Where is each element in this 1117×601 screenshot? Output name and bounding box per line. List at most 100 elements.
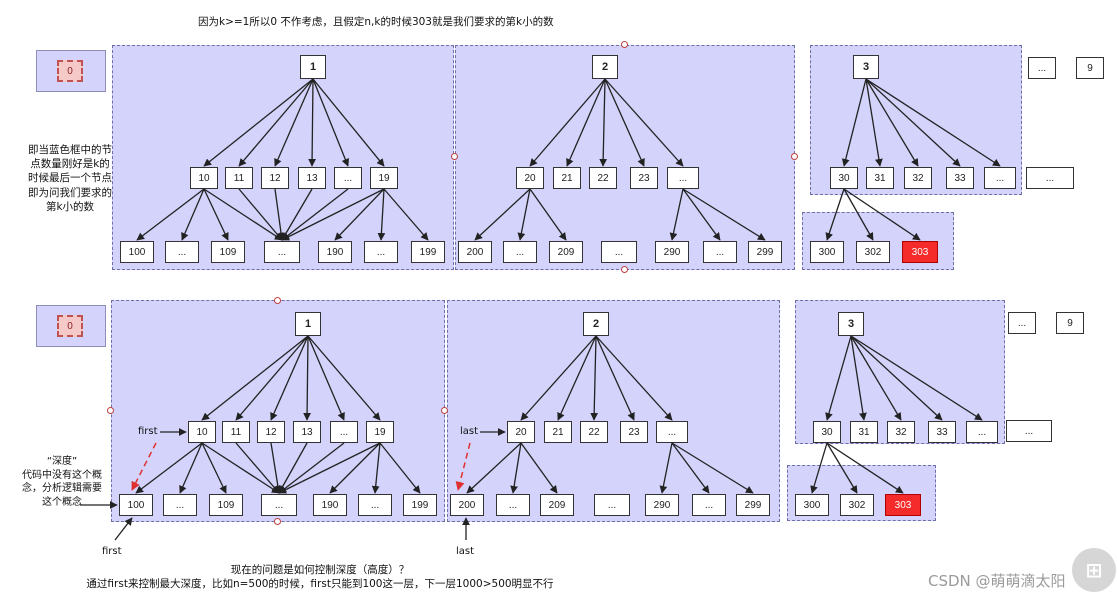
side-note: 即当蓝色框中的节点数量刚好是k的时候最后一个节点即为问我们要求的第k小的数	[28, 144, 112, 213]
node-dots-bottom-l3d[interactable]: ...	[496, 494, 530, 516]
node-12-top[interactable]: 12	[261, 167, 289, 189]
node-290-top[interactable]: 290	[655, 241, 689, 263]
node-dots-top-l3c[interactable]: ...	[364, 241, 398, 263]
depth-note: “深度” 代码中没有这个概念，分析逻辑需要这个概念	[20, 455, 104, 509]
node-199-top[interactable]: 199	[411, 241, 445, 263]
node-dots-top-far2[interactable]: ...	[1026, 167, 1074, 189]
node-302-top[interactable]: 302	[856, 241, 890, 263]
node-302-bottom[interactable]: 302	[840, 494, 874, 516]
node-19-bottom[interactable]: 19	[366, 421, 394, 443]
subtree-panel-1-top	[112, 45, 454, 270]
node-30-top[interactable]: 30	[830, 167, 858, 189]
resize-handle[interactable]	[274, 297, 281, 304]
node-0-top[interactable]: 0	[57, 60, 83, 82]
node-31-top[interactable]: 31	[866, 167, 894, 189]
node-dots-bottom-l3e[interactable]: ...	[594, 494, 630, 516]
watermark-badge-icon: ⊞	[1072, 548, 1116, 592]
resize-handle[interactable]	[621, 266, 628, 273]
node-19-top[interactable]: 19	[370, 167, 398, 189]
node-dots-bottom-l3b[interactable]: ...	[261, 494, 297, 516]
node-11-top[interactable]: 11	[225, 167, 253, 189]
node-12-bottom[interactable]: 12	[257, 421, 285, 443]
node-2-top[interactable]: 2	[592, 55, 618, 79]
node-11-bottom[interactable]: 11	[222, 421, 250, 443]
node-32-top[interactable]: 32	[904, 167, 932, 189]
node-dots-top-far[interactable]: ...	[1028, 57, 1056, 79]
node-dots-bottom-far2[interactable]: ...	[1006, 420, 1052, 442]
node-30-bottom[interactable]: 30	[813, 421, 841, 443]
node-22-bottom[interactable]: 22	[580, 421, 608, 443]
node-10-bottom[interactable]: 10	[188, 421, 216, 443]
node-299-top[interactable]: 299	[748, 241, 782, 263]
node-300-bottom[interactable]: 300	[795, 494, 829, 516]
depth-note-body: 代码中没有这个概念，分析逻辑需要这个概念	[22, 469, 102, 508]
node-1-top[interactable]: 1	[300, 55, 326, 79]
node-2-bottom[interactable]: 2	[583, 312, 609, 336]
node-dots-top-l2c[interactable]: ...	[984, 167, 1016, 189]
node-9-top[interactable]: 9	[1076, 57, 1104, 79]
node-10-top[interactable]: 10	[190, 167, 218, 189]
node-22-top[interactable]: 22	[589, 167, 617, 189]
node-300-top[interactable]: 300	[810, 241, 844, 263]
node-13-top[interactable]: 13	[298, 167, 326, 189]
node-32-bottom[interactable]: 32	[887, 421, 915, 443]
node-209-top[interactable]: 209	[549, 241, 583, 263]
node-9-bottom[interactable]: 9	[1056, 312, 1084, 334]
node-20-bottom[interactable]: 20	[507, 421, 535, 443]
node-dots-top-l3a[interactable]: ...	[165, 241, 199, 263]
bottom-note-line1: 现在的问题是如何控制深度（高度）？	[230, 564, 410, 576]
node-dots-bottom-l2a[interactable]: ...	[330, 421, 358, 443]
node-303-top[interactable]: 303	[902, 241, 938, 263]
node-299-bottom[interactable]: 299	[736, 494, 770, 516]
node-33-top[interactable]: 33	[946, 167, 974, 189]
node-dots-top-l3e[interactable]: ...	[601, 241, 637, 263]
node-200-bottom[interactable]: 200	[450, 494, 484, 516]
node-200-top[interactable]: 200	[458, 241, 492, 263]
node-20-top[interactable]: 20	[516, 167, 544, 189]
watermark: CSDN @萌萌滴太阳	[928, 572, 1066, 590]
node-190-bottom[interactable]: 190	[313, 494, 347, 516]
node-0-bottom[interactable]: 0	[57, 315, 83, 337]
resize-handle[interactable]	[274, 518, 281, 525]
node-209-bottom[interactable]: 209	[540, 494, 574, 516]
node-303-bottom[interactable]: 303	[885, 494, 921, 516]
node-dots-bottom-l3c[interactable]: ...	[358, 494, 392, 516]
node-3-top[interactable]: 3	[853, 55, 879, 79]
node-1-bottom[interactable]: 1	[295, 312, 321, 336]
node-dots-top-l2b[interactable]: ...	[667, 167, 699, 189]
node-dots-top-l2a[interactable]: ...	[334, 167, 362, 189]
node-100-bottom[interactable]: 100	[119, 494, 153, 516]
node-23-top[interactable]: 23	[630, 167, 658, 189]
node-21-bottom[interactable]: 21	[544, 421, 572, 443]
node-dots-top-l3d[interactable]: ...	[503, 241, 537, 263]
node-dots-bottom-l2b[interactable]: ...	[656, 421, 688, 443]
node-dots-top-l3b[interactable]: ...	[264, 241, 300, 263]
node-33-bottom[interactable]: 33	[928, 421, 956, 443]
node-dots-bottom-far[interactable]: ...	[1008, 312, 1036, 334]
resize-handle[interactable]	[791, 153, 798, 160]
node-dots-bottom-l3f[interactable]: ...	[692, 494, 726, 516]
header-note: 因为k>=1所以0 不作考虑，且假定n,k的时候303就是我们要求的第k小的数	[198, 16, 554, 28]
node-dots-bottom-l2c[interactable]: ...	[966, 421, 998, 443]
resize-handle[interactable]	[441, 407, 448, 414]
node-13-bottom[interactable]: 13	[293, 421, 321, 443]
node-199-bottom[interactable]: 199	[403, 494, 437, 516]
node-190-top[interactable]: 190	[318, 241, 352, 263]
node-21-top[interactable]: 21	[553, 167, 581, 189]
node-dots-top-l3f[interactable]: ...	[703, 241, 737, 263]
node-dots-bottom-l3a[interactable]: ...	[163, 494, 197, 516]
node-290-bottom[interactable]: 290	[645, 494, 679, 516]
first-label-l2: first	[138, 426, 158, 437]
node-109-bottom[interactable]: 109	[209, 494, 243, 516]
node-3-bottom[interactable]: 3	[838, 312, 864, 336]
node-31-bottom[interactable]: 31	[850, 421, 878, 443]
node-109-top[interactable]: 109	[211, 241, 245, 263]
subtree-panel-2-bottom	[447, 300, 780, 522]
bottom-note: 现在的问题是如何控制深度（高度）？ 通过first来控制最大深度，比如n=500…	[60, 563, 580, 591]
resize-handle[interactable]	[107, 407, 114, 414]
node-100-top[interactable]: 100	[120, 241, 154, 263]
node-23-bottom[interactable]: 23	[620, 421, 648, 443]
resize-handle[interactable]	[451, 153, 458, 160]
resize-handle[interactable]	[621, 41, 628, 48]
last-label-l3: last	[456, 546, 475, 557]
